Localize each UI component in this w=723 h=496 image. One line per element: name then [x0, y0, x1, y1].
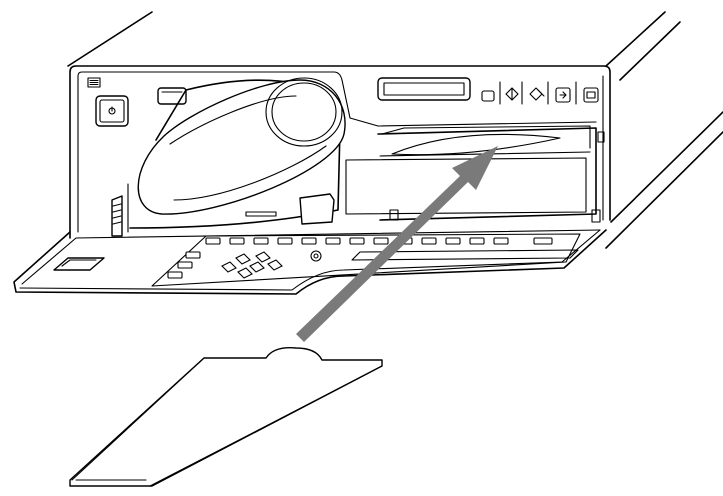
- power-icon: [108, 106, 116, 115]
- status-panel: [377, 77, 599, 105]
- door-hinge: [111, 183, 129, 237]
- key[interactable]: [373, 237, 389, 245]
- key[interactable]: [349, 237, 365, 245]
- key[interactable]: [229, 237, 245, 245]
- key[interactable]: [167, 271, 183, 279]
- insert-direction-arrow: [296, 146, 498, 342]
- cassette-eject-icon: [529, 87, 545, 101]
- key[interactable]: [445, 237, 461, 245]
- keypad: [167, 237, 553, 279]
- panel-rect-icon: [481, 90, 495, 102]
- printer-body: [67, 11, 723, 249]
- power-button[interactable]: [95, 95, 129, 127]
- round-button[interactable]: [310, 250, 322, 262]
- front-door-panel: [13, 229, 607, 295]
- paper-tray: [69, 347, 383, 487]
- key[interactable]: [421, 237, 437, 245]
- key[interactable]: [177, 261, 193, 269]
- cassette-load-icon: [505, 87, 519, 101]
- key[interactable]: [277, 237, 293, 245]
- lcd-display: [377, 77, 471, 101]
- key[interactable]: [185, 251, 201, 259]
- direction-pad[interactable]: [221, 251, 283, 279]
- tray-window-icon: [583, 87, 599, 103]
- arrow-shape: [296, 146, 498, 342]
- ribbon-compartment: [129, 77, 346, 229]
- key[interactable]: [493, 237, 509, 245]
- key[interactable]: [253, 237, 269, 245]
- key[interactable]: [469, 237, 485, 245]
- tray-enter-icon: [555, 87, 571, 103]
- key[interactable]: [205, 237, 221, 245]
- key[interactable]: [301, 237, 317, 245]
- left-controls: [87, 77, 187, 127]
- key[interactable]: [325, 237, 341, 245]
- menu-icon: [87, 77, 101, 88]
- key[interactable]: [533, 237, 553, 245]
